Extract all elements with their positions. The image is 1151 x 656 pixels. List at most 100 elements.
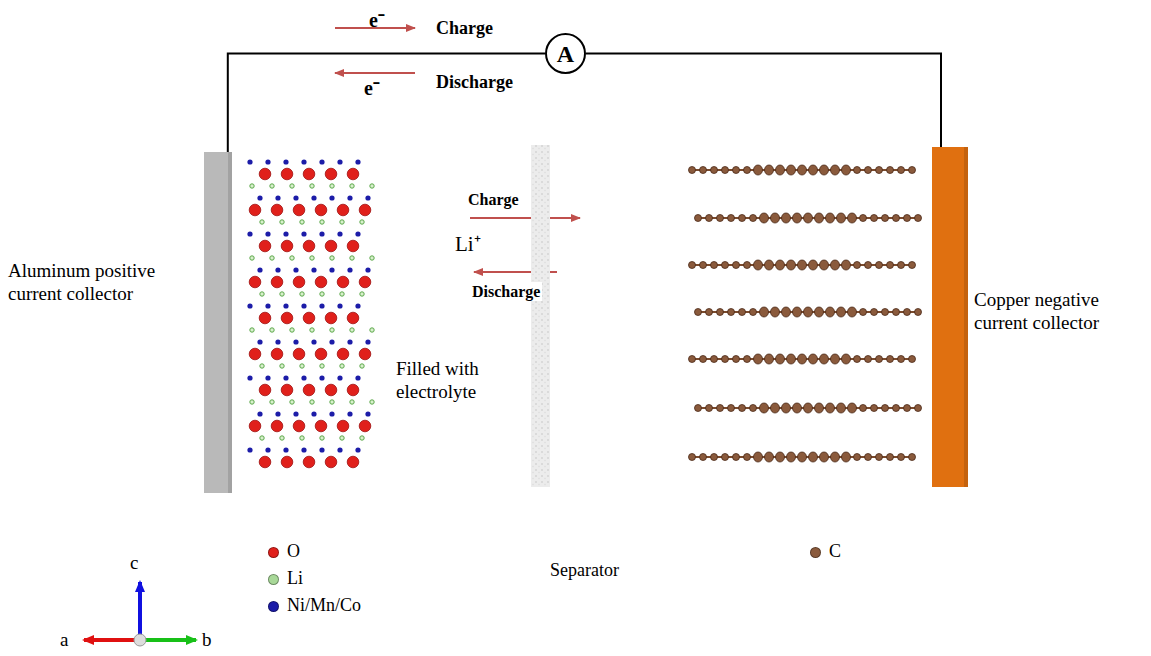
lithium-atom bbox=[310, 184, 314, 188]
carbon-atom bbox=[871, 215, 878, 222]
metal-atom bbox=[365, 411, 370, 416]
metal-atom bbox=[337, 447, 342, 452]
metal-atom bbox=[293, 411, 298, 416]
carbon-atom bbox=[782, 213, 791, 223]
lithium-atom bbox=[290, 400, 294, 404]
oxygen-atom bbox=[281, 312, 293, 324]
metal-atom bbox=[247, 159, 252, 164]
aluminum-collector: Aluminum positive current collector bbox=[204, 152, 232, 493]
metal-atom bbox=[311, 339, 316, 344]
axis-origin bbox=[134, 634, 146, 646]
lithium-atom bbox=[310, 256, 314, 260]
carbon-atom bbox=[750, 405, 757, 412]
metal-atom bbox=[355, 159, 360, 164]
carbon-atom bbox=[842, 452, 851, 462]
lithium-atom bbox=[350, 256, 354, 260]
carbon-atom bbox=[728, 309, 735, 316]
ion-label: Li⁺ bbox=[455, 232, 481, 257]
carbon-atom bbox=[909, 167, 916, 174]
oxygen-atom bbox=[293, 420, 305, 432]
oxygen-atom bbox=[325, 456, 337, 468]
oxygen-atom bbox=[271, 204, 283, 216]
carbon-atom bbox=[700, 262, 707, 269]
carbon-atom bbox=[820, 452, 829, 462]
carbon-atom bbox=[854, 454, 861, 461]
legend-swatch bbox=[268, 601, 279, 612]
collector-label: Aluminum positive current collector bbox=[8, 260, 198, 306]
metal-atom bbox=[319, 447, 324, 452]
oxygen-atom bbox=[259, 168, 271, 180]
carbon-atom bbox=[826, 213, 835, 223]
lithium-atom bbox=[320, 436, 324, 440]
carbon-atom bbox=[728, 215, 735, 222]
oxygen-atom bbox=[259, 240, 271, 252]
oxygen-atom bbox=[315, 276, 327, 288]
metal-atom bbox=[257, 411, 262, 416]
legend-text: C bbox=[829, 541, 841, 563]
metal-atom bbox=[347, 411, 352, 416]
lithium-atom bbox=[280, 364, 284, 368]
carbon-atom bbox=[787, 165, 796, 175]
carbon-atom bbox=[700, 167, 707, 174]
graphite-layers bbox=[689, 165, 922, 462]
carbon-atom bbox=[898, 454, 905, 461]
carbon-atom bbox=[765, 452, 774, 462]
lithium-atom bbox=[350, 400, 354, 404]
carbon-atom bbox=[915, 309, 922, 316]
oxygen-atom bbox=[347, 312, 359, 324]
carbon-atom bbox=[706, 309, 713, 316]
lithium-atom bbox=[370, 184, 374, 188]
axis-label: a bbox=[60, 629, 68, 652]
carbon-atom bbox=[882, 405, 889, 412]
carbon-atom bbox=[809, 452, 818, 462]
carbon-atom bbox=[915, 405, 922, 412]
lithium-atom bbox=[260, 364, 264, 368]
oxygen-atom bbox=[259, 384, 271, 396]
metal-atom bbox=[365, 339, 370, 344]
oxygen-atom bbox=[293, 348, 305, 360]
metal-atom bbox=[319, 159, 324, 164]
carbon-atom bbox=[782, 403, 791, 413]
carbon-atom bbox=[700, 356, 707, 363]
carbon-atom bbox=[771, 307, 780, 317]
metal-atom bbox=[355, 231, 360, 236]
carbon-atom bbox=[776, 260, 785, 270]
legend-text: Li bbox=[287, 568, 303, 590]
carbon-atom bbox=[793, 403, 802, 413]
lithium-atom bbox=[330, 400, 334, 404]
axis-b bbox=[140, 638, 196, 642]
circuit-wire bbox=[228, 54, 545, 153]
direction-label: Discharge bbox=[470, 282, 542, 301]
oxygen-atom bbox=[325, 168, 337, 180]
carbon-atom bbox=[815, 403, 824, 413]
metal-atom bbox=[365, 195, 370, 200]
carbon-atom bbox=[700, 454, 707, 461]
metal-atom bbox=[283, 231, 288, 236]
lithium-atom bbox=[370, 400, 374, 404]
carbon-atom bbox=[865, 262, 872, 269]
metal-atom bbox=[265, 303, 270, 308]
carbon-atom bbox=[904, 405, 911, 412]
oxygen-atom bbox=[303, 240, 315, 252]
metal-atom bbox=[347, 195, 352, 200]
metal-atom bbox=[337, 231, 342, 236]
metal-atom bbox=[311, 411, 316, 416]
oxygen-atom bbox=[347, 384, 359, 396]
carbon-atom bbox=[865, 356, 872, 363]
lithium-atom bbox=[290, 256, 294, 260]
carbon-atom bbox=[744, 167, 751, 174]
lithium-atom bbox=[320, 220, 324, 224]
carbon-atom bbox=[722, 356, 729, 363]
oxygen-atom bbox=[315, 420, 327, 432]
separator-label: Separator bbox=[550, 560, 619, 582]
metal-atom bbox=[283, 375, 288, 380]
carbon-atom bbox=[711, 356, 718, 363]
metal-atom bbox=[275, 339, 280, 344]
carbon-atom bbox=[733, 356, 740, 363]
metal-atom bbox=[247, 447, 252, 452]
oxygen-atom bbox=[303, 384, 315, 396]
carbon-atom bbox=[860, 215, 867, 222]
metal-atom bbox=[329, 267, 334, 272]
collector-label: Copper negative current collector bbox=[974, 289, 1149, 335]
carbon-atom bbox=[842, 165, 851, 175]
